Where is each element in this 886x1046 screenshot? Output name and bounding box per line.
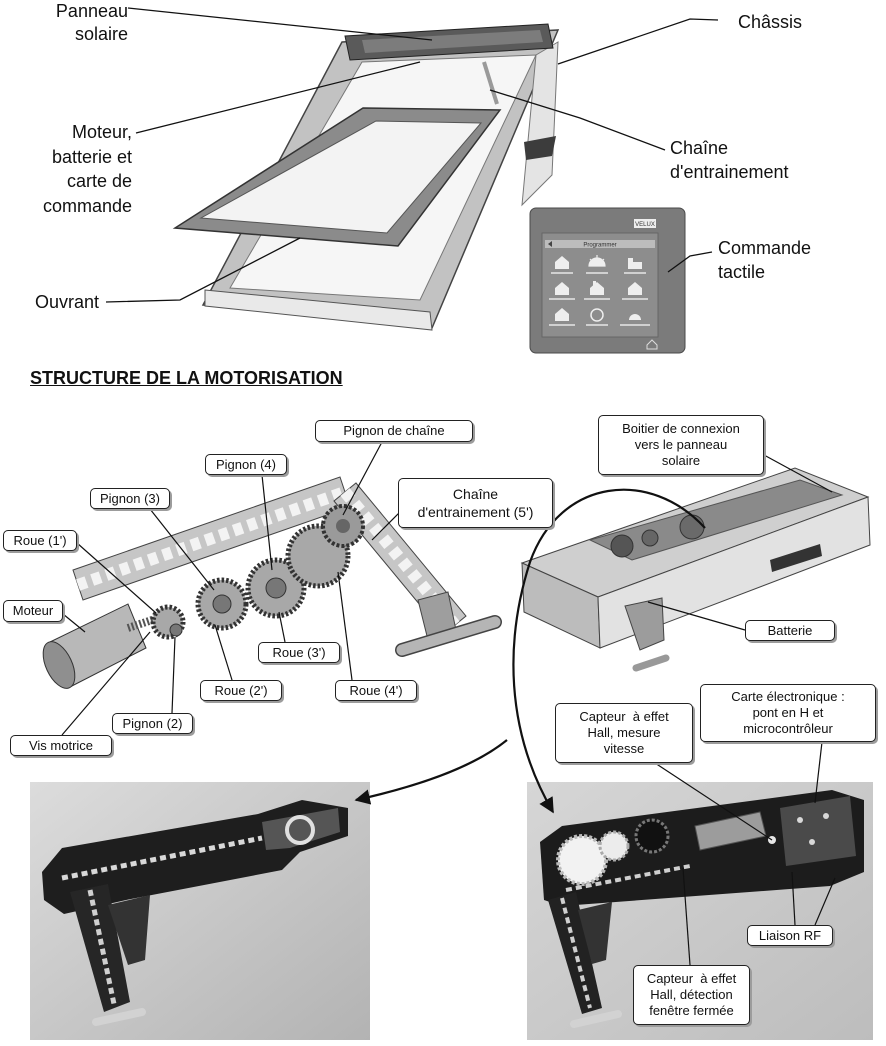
- tag-text: Chaîne: [399, 485, 552, 503]
- label-touch-control: Commande tactile: [718, 236, 811, 284]
- tag-text: Hall, mesure: [556, 725, 692, 741]
- tag-motor: Moteur: [3, 600, 63, 622]
- program-tile-caption: [549, 324, 575, 326]
- tag-text: Roue (1'): [4, 533, 76, 549]
- tag-text: pont en H et: [701, 705, 875, 721]
- program-tile-caption: [549, 298, 575, 300]
- leader-line-solar-panel: [128, 8, 432, 40]
- program-tile-caption: [622, 298, 648, 300]
- tag-text: d'entrainement (5'): [399, 503, 552, 521]
- photo-right-circuit-board: [780, 796, 856, 866]
- label-motor-battery-board: Moteur, batterie et carte de commande: [0, 120, 132, 218]
- tag-text: Pignon de chaîne: [316, 423, 472, 439]
- arrow-to-left-photo: [356, 740, 507, 800]
- tag-text: Capteur à effet: [634, 971, 749, 987]
- label-line: Chaîne: [670, 136, 789, 160]
- photo-right-white-gear-small: [600, 832, 628, 860]
- tag-wheel-2: Roue (2'): [200, 680, 282, 701]
- touch-panel-brand: VELUX: [635, 222, 655, 228]
- tag-pinion-3: Pignon (3): [90, 488, 170, 509]
- housing-gear-large: [611, 535, 633, 557]
- tag-text: Roue (3'): [259, 645, 339, 661]
- program-tile-caption: [624, 272, 646, 274]
- leader-line-chassis: [558, 19, 718, 64]
- photo-right-component: [797, 817, 803, 823]
- chain-sprocket-hub: [336, 519, 350, 533]
- photo-right-black-gear: [636, 820, 668, 852]
- label-line: Commande: [718, 236, 811, 260]
- tag-worm-screw: Vis motrice: [10, 735, 112, 756]
- tag-text: Roue (2'): [201, 683, 281, 699]
- label-drive-chain: Chaîne d'entrainement: [670, 136, 789, 184]
- photo-left: [30, 782, 370, 1040]
- label-line: commande: [0, 194, 132, 219]
- label-chassis: Châssis: [738, 10, 802, 34]
- label-line: Panneau: [18, 0, 128, 23]
- photo-right-component: [823, 813, 829, 819]
- leader-line-motor: [63, 614, 85, 632]
- pinion-2-gear: [170, 624, 182, 636]
- program-tile-caption: [551, 272, 573, 274]
- tag-text: Pignon (3): [91, 491, 169, 507]
- tag-pinion-2: Pignon (2): [112, 713, 193, 734]
- label-line: tactile: [718, 260, 811, 284]
- program-tile-caption: [586, 272, 608, 274]
- label-line: Ouvrant: [35, 290, 99, 314]
- label-line: Châssis: [738, 10, 802, 34]
- tag-text: Liaison RF: [748, 928, 832, 944]
- touch-panel-screen-title: Programmer: [583, 243, 616, 249]
- tag-text: Pignon (4): [206, 457, 286, 473]
- tag-wheel-1: Roue (1'): [3, 530, 77, 551]
- tag-pinion-4: Pignon (4): [205, 454, 287, 475]
- tag-text: Moteur: [4, 603, 62, 619]
- tag-wheel-4: Roue (4'): [335, 680, 417, 701]
- pinion-3-gear: [213, 595, 231, 613]
- program-tile-caption: [584, 298, 610, 300]
- tag-battery: Batterie: [745, 620, 835, 641]
- photo-right-component: [809, 839, 815, 845]
- tag-chain-sprocket: Pignon de chaîne: [315, 420, 473, 442]
- roof-window-illustration: [175, 24, 558, 330]
- touch-control-panel: VELUX Programmer: [530, 208, 685, 353]
- tag-text: Vis motrice: [11, 738, 111, 754]
- tag-connection-box: Boitier de connexion vers le panneau sol…: [598, 415, 764, 475]
- tag-text: fenêtre fermée: [634, 1003, 749, 1019]
- tag-rf-link: Liaison RF: [747, 925, 833, 946]
- label-line: Moteur,: [0, 120, 132, 145]
- tag-text: Roue (4'): [336, 683, 416, 699]
- tag-text: Carte électronique :: [701, 689, 875, 705]
- leader-line-wheel-4: [338, 572, 352, 680]
- tag-hall-closed-sensor: Capteur à effet Hall, détection fenêtre …: [633, 965, 750, 1025]
- label-line: carte de: [0, 169, 132, 194]
- tag-text: Boitier de connexion: [599, 421, 763, 437]
- tag-text: Capteur à effet: [556, 709, 692, 725]
- label-line: d'entrainement: [670, 160, 789, 184]
- housing-arm: [625, 598, 664, 650]
- label-line: solaire: [18, 23, 128, 46]
- tag-drive-chain-5: Chaîne d'entrainement (5'): [398, 478, 553, 528]
- housing-t-handle: [636, 658, 666, 668]
- pinion-4-gear: [266, 578, 286, 598]
- tag-control-board: Carte électronique : pont en H et microc…: [700, 684, 876, 742]
- housing-motor: [680, 515, 704, 539]
- leader-line-pinion-2: [172, 637, 175, 713]
- tag-text: microcontrôleur: [701, 721, 875, 737]
- leader-line-wheel-2: [215, 625, 232, 680]
- label-line: batterie et: [0, 145, 132, 170]
- tag-text: Pignon (2): [113, 716, 192, 732]
- tag-text: vers le panneau: [599, 437, 763, 453]
- tag-text: vitesse: [556, 741, 692, 757]
- tag-hall-speed-sensor: Capteur à effet Hall, mesure vitesse: [555, 703, 693, 763]
- label-sash: Ouvrant: [35, 290, 99, 314]
- tag-text: Batterie: [746, 623, 834, 639]
- label-solar-panel: Panneau solaire: [18, 0, 128, 46]
- tag-text: solaire: [599, 453, 763, 469]
- section-title: STRUCTURE DE LA MOTORISATION: [30, 368, 343, 389]
- program-tile-caption: [586, 324, 608, 326]
- tag-text: Hall, détection: [634, 987, 749, 1003]
- housing-gear-small: [642, 530, 658, 546]
- program-tile-caption: [620, 324, 650, 326]
- tag-wheel-3: Roue (3'): [258, 642, 340, 663]
